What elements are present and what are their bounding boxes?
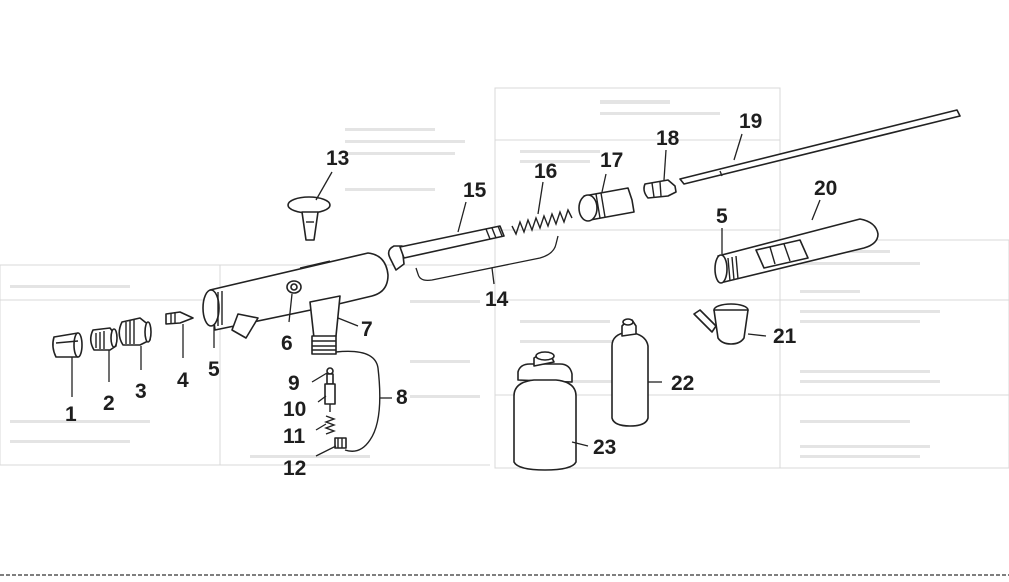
part-4-nozzle xyxy=(166,312,193,324)
part-17-needle-chucking-nut xyxy=(579,188,634,221)
part-6-valve-button xyxy=(287,281,301,293)
label-part-15: 15 xyxy=(463,179,487,202)
part-15-needle-guide xyxy=(389,226,504,270)
label-part-2: 2 xyxy=(103,392,115,415)
part-1-cap xyxy=(53,333,82,357)
label-part-14: 14 xyxy=(485,288,509,311)
background-bleed-through xyxy=(0,88,1009,468)
label-part-12: 12 xyxy=(283,457,306,480)
label-part-19: 19 xyxy=(739,110,762,133)
part-22-bottle xyxy=(612,319,648,426)
label-part-4: 4 xyxy=(177,369,189,392)
label-part-6: 6 xyxy=(281,332,293,355)
label-part-16: 16 xyxy=(534,160,557,183)
part-11-spring xyxy=(326,416,334,434)
label-part-21: 21 xyxy=(773,325,797,348)
label-part-1: 1 xyxy=(65,403,77,426)
part-10-valve-body xyxy=(325,384,335,412)
part-19-needle xyxy=(680,110,960,184)
part-21-color-cup xyxy=(694,304,748,344)
label-part-7: 7 xyxy=(361,318,373,341)
part-3-head-cap xyxy=(119,318,151,345)
part-13-trigger xyxy=(288,197,330,240)
label-part-22: 22 xyxy=(671,372,694,395)
label-part-11: 11 xyxy=(283,425,306,448)
label-part-5b: 5 xyxy=(716,205,728,228)
part-23-jar xyxy=(514,352,576,470)
part-20-handle xyxy=(715,219,878,283)
part-number-labels: 1 2 3 4 5 6 7 8 9 10 11 12 13 14 15 16 1… xyxy=(65,110,837,480)
label-part-17: 17 xyxy=(600,149,623,172)
label-part-18: 18 xyxy=(656,127,680,150)
leader-lines xyxy=(72,134,820,456)
label-part-9: 9 xyxy=(288,372,300,395)
part-12-screw xyxy=(335,438,346,448)
label-part-5: 5 xyxy=(208,358,220,381)
label-part-23: 23 xyxy=(593,436,616,459)
part-9-valve-stem xyxy=(327,368,333,384)
label-part-3: 3 xyxy=(135,380,147,403)
label-part-8: 8 xyxy=(396,386,408,409)
part-8-hose xyxy=(336,351,380,451)
label-part-13: 13 xyxy=(326,147,349,170)
part-18-nut xyxy=(644,180,676,198)
label-part-20: 20 xyxy=(814,177,837,200)
label-part-10: 10 xyxy=(283,398,306,421)
part-2-nozzle-cap xyxy=(91,328,117,350)
